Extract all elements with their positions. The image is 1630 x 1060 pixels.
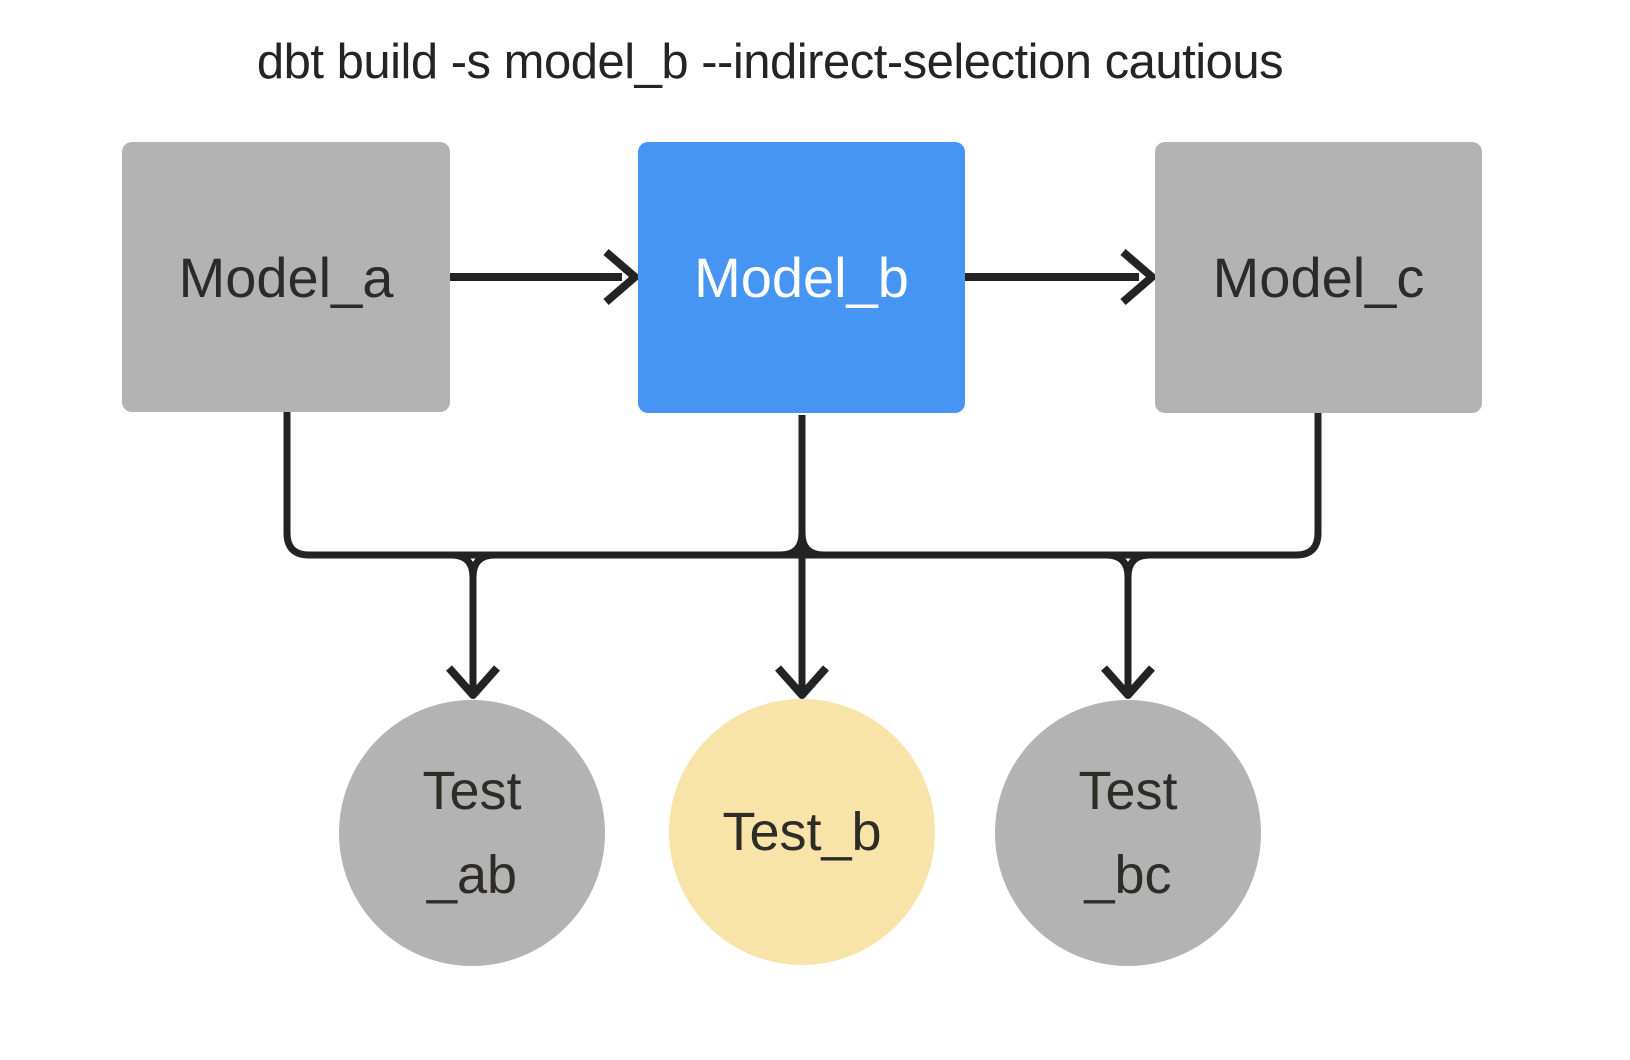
node-model-c: Model_c (1155, 142, 1482, 413)
node-model-b-label: Model_b (694, 246, 909, 309)
node-model-b-selected: Model_b (638, 142, 965, 413)
node-test-bc-label: Test _bc (1078, 761, 1178, 905)
node-test-b-label: Test_b (722, 802, 882, 862)
node-test-b-selected: Test_b (669, 699, 935, 965)
diagram-title: dbt build -s model_b --indirect-selectio… (256, 35, 1284, 89)
edge-bus-to-test-ab (446, 551, 500, 699)
arrowhead-down-icon (446, 665, 500, 699)
arrowhead-right-icon (1120, 248, 1156, 306)
edge-model-b-to-model-c (965, 248, 1156, 306)
node-test-ab: Test _ab (339, 700, 605, 966)
merge-shoulders (779, 532, 825, 559)
node-model-a-label: Model_a (178, 245, 394, 309)
edge-model-a-to-model-b (450, 248, 639, 306)
arrowhead-right-icon (603, 248, 639, 306)
node-test-ab-label: Test _ab (422, 761, 522, 905)
node-model-a: Model_a (122, 142, 450, 412)
edge-bus-to-test-bc (1101, 551, 1155, 699)
arrowhead-down-icon (1101, 665, 1155, 699)
node-test-bc: Test _bc (995, 700, 1261, 966)
edge-model-b-to-test-b (775, 415, 829, 699)
arrowhead-down-icon (775, 665, 829, 699)
node-model-c-label: Model_c (1212, 246, 1425, 309)
